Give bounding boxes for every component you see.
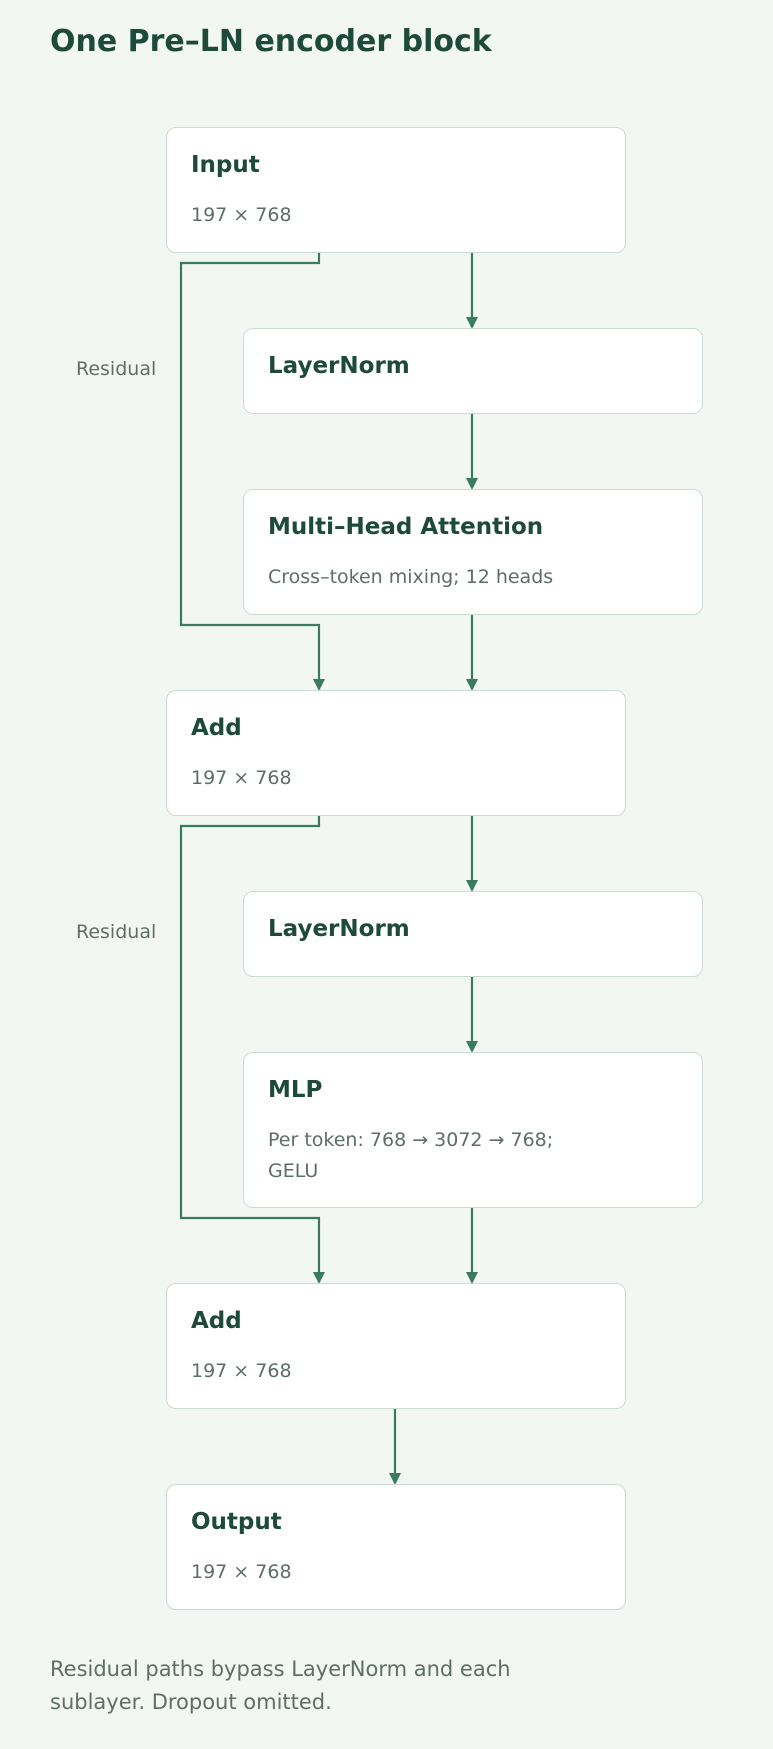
input-node: Input 197 × 768 <box>166 127 626 253</box>
residual-label-1: Residual <box>76 358 157 380</box>
add-node-2-shape: 197 × 768 <box>191 1360 292 1382</box>
input-node-title: Input <box>191 152 260 178</box>
attention-node: Multi–Head Attention Cross–token mixing;… <box>243 489 703 615</box>
mlp-node-description: Per token: 768 → 3072 → 768; GELU <box>268 1129 554 1182</box>
layernorm-node-1: LayerNorm <box>243 328 703 414</box>
layernorm-node-1-title: LayerNorm <box>268 353 410 379</box>
footnote: Residual paths bypass LayerNorm and each… <box>50 1657 511 1714</box>
residual-path-1 <box>179 253 325 691</box>
mlp-node-title: MLP <box>268 1077 323 1103</box>
add-node-2: Add 197 × 768 <box>166 1283 626 1409</box>
add-node-1: Add 197 × 768 <box>166 690 626 816</box>
output-node: Output 197 × 768 <box>166 1484 626 1610</box>
layernorm-node-2-title: LayerNorm <box>268 916 410 942</box>
page-title: One Pre–LN encoder block <box>50 24 492 59</box>
residual-path-2 <box>179 816 325 1284</box>
layernorm-node-2: LayerNorm <box>243 891 703 977</box>
mlp-node: MLP Per token: 768 → 3072 → 768; GELU <box>243 1052 703 1208</box>
input-node-shape: 197 × 768 <box>191 204 292 226</box>
output-node-shape: 197 × 768 <box>191 1561 292 1583</box>
output-node-title: Output <box>191 1509 282 1535</box>
attention-node-description: Cross–token mixing; 12 heads <box>268 566 554 588</box>
attention-node-title: Multi–Head Attention <box>268 514 544 540</box>
residual-label-2: Residual <box>76 921 157 943</box>
add-node-2-title: Add <box>191 1308 242 1334</box>
add-node-1-shape: 197 × 768 <box>191 767 292 789</box>
add-node-1-title: Add <box>191 715 242 741</box>
